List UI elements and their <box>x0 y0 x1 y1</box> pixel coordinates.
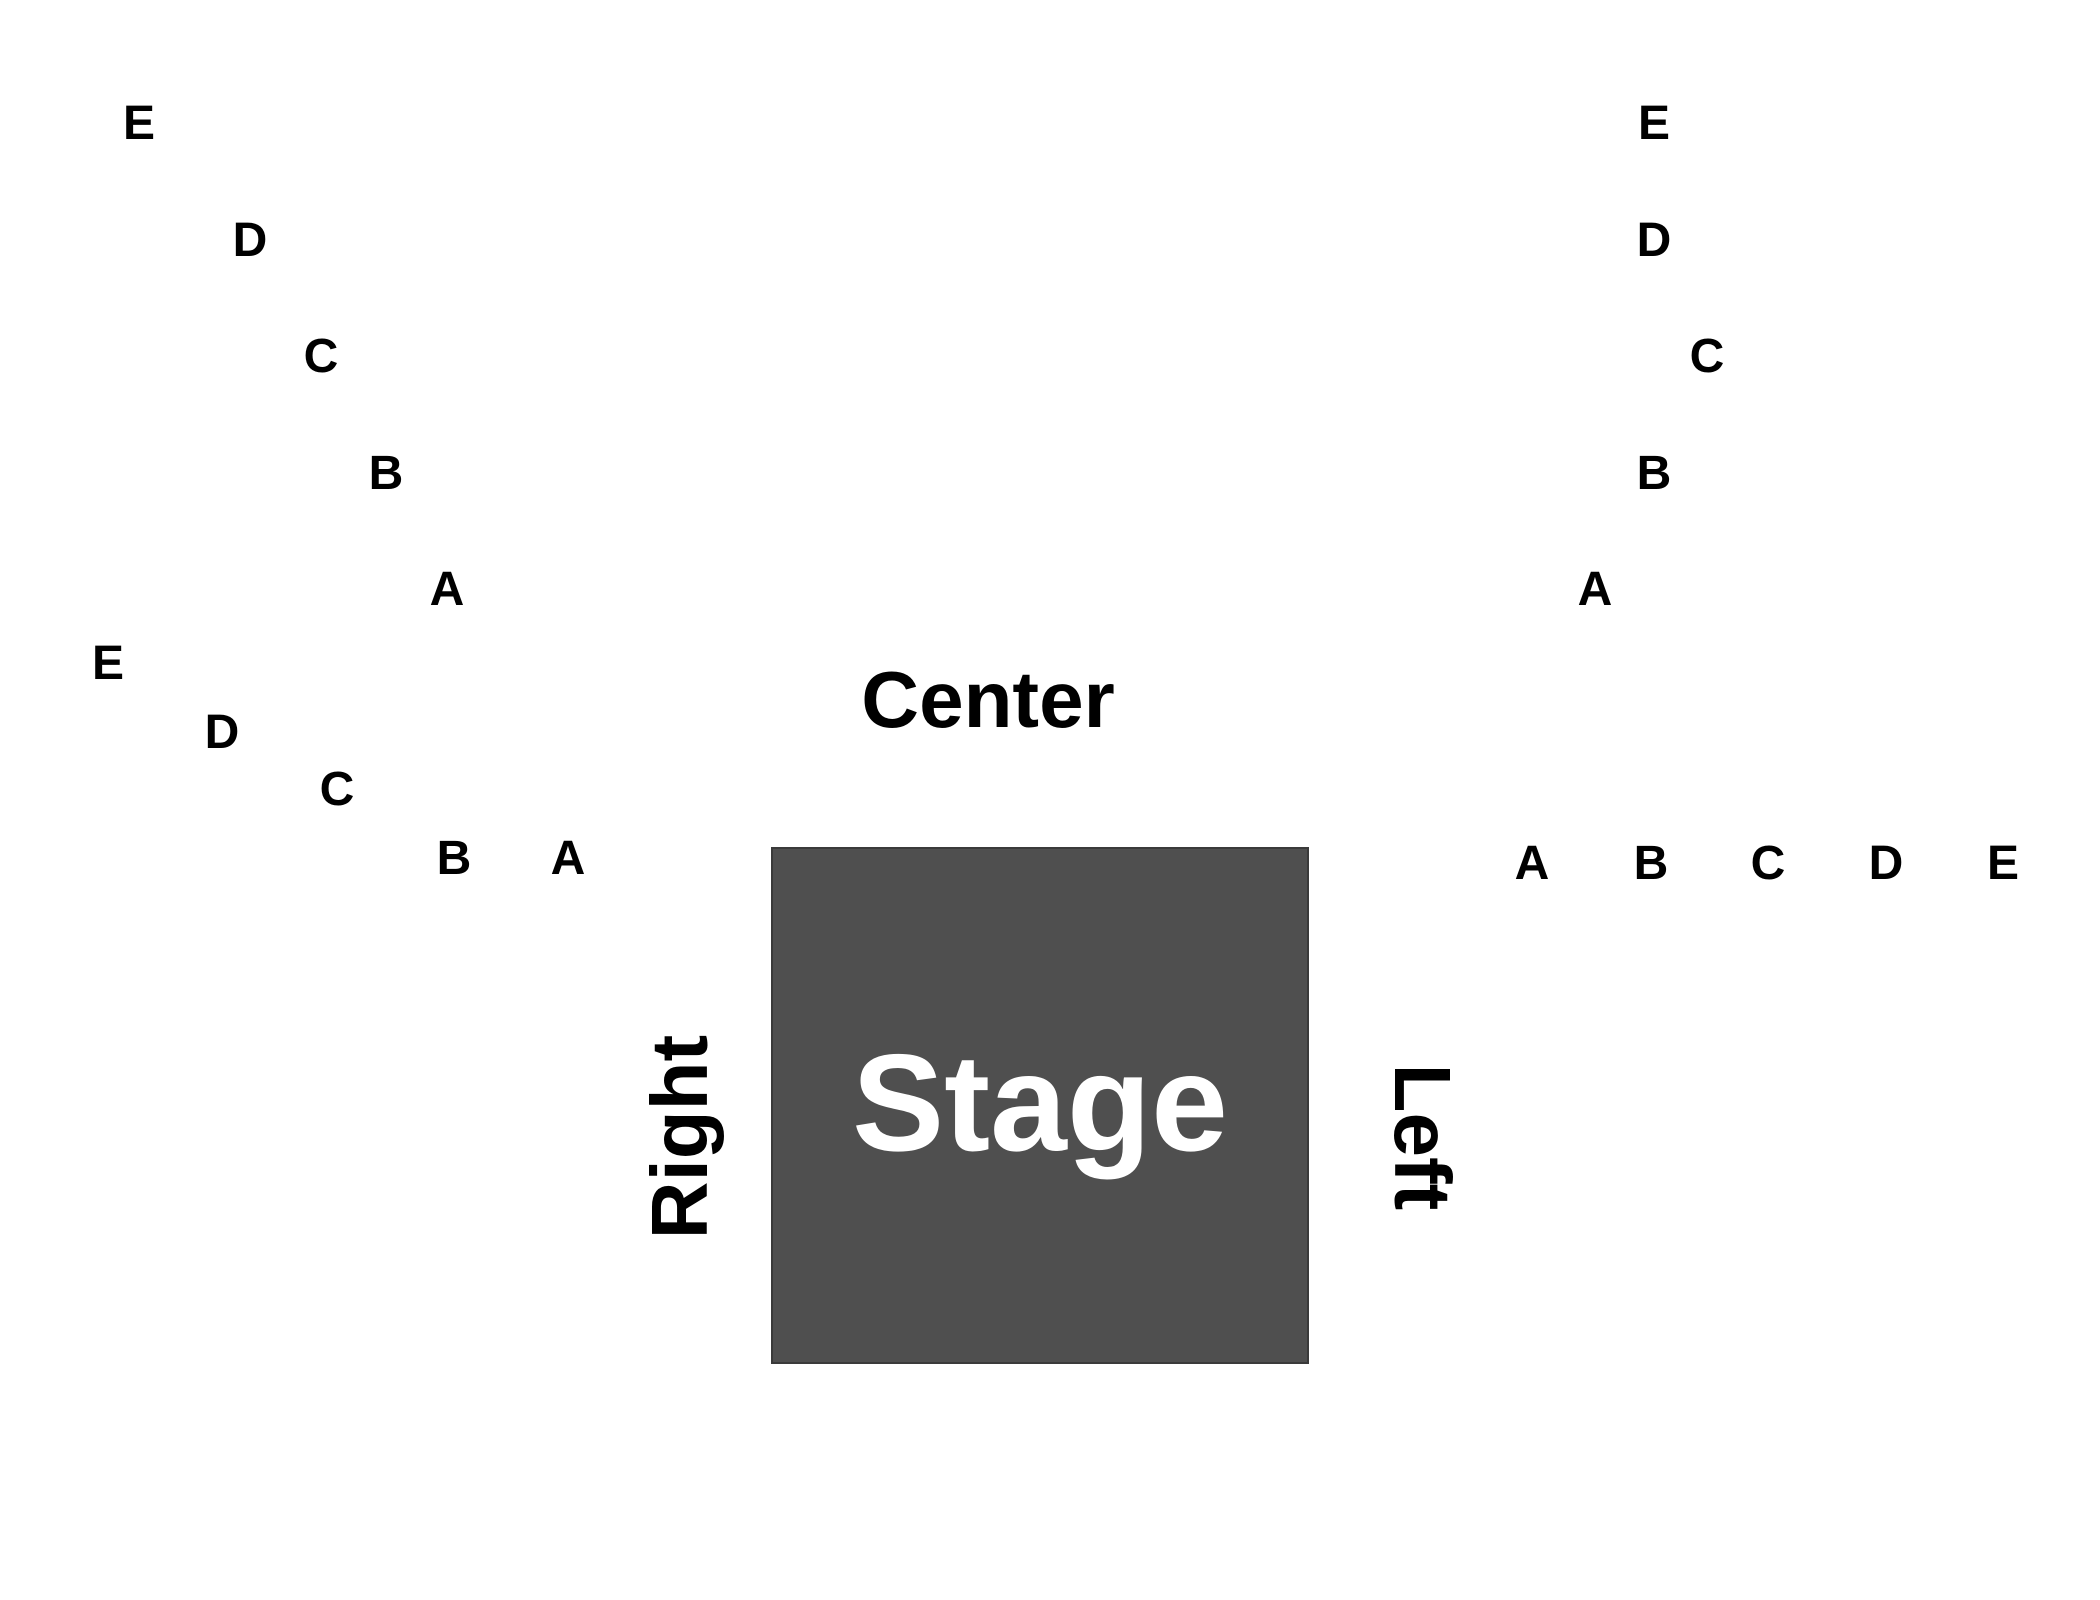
row-label-lower-left-e: E <box>91 637 125 690</box>
row-label-upper-left-c: C <box>303 330 339 383</box>
row-label-lower-left-b: B <box>436 832 472 885</box>
row-label-upper-right-a: A <box>1577 563 1613 616</box>
section-label-left: Left <box>1378 1063 1467 1211</box>
section-label-center: Center <box>861 655 1115 744</box>
stage-label: Stage <box>852 1025 1228 1180</box>
row-label-lower-right-d: D <box>1868 837 1904 890</box>
row-label-upper-left-b: B <box>368 447 404 500</box>
row-label-upper-right-d: D <box>1636 214 1672 267</box>
row-label-upper-right-c: C <box>1689 330 1725 383</box>
row-label-lower-left-d: D <box>204 706 240 759</box>
row-label-lower-right-a: A <box>1514 837 1550 890</box>
row-label-lower-right-e: E <box>1986 837 2020 890</box>
row-label-upper-left-a: A <box>429 563 465 616</box>
row-label-upper-left-e: E <box>122 97 156 150</box>
row-label-lower-left-a: A <box>550 832 586 885</box>
row-label-upper-left-d: D <box>232 214 268 267</box>
section-label-right: Right <box>635 1034 724 1240</box>
row-label-lower-left-c: C <box>319 763 355 816</box>
stage-block: Stage <box>771 847 1309 1364</box>
row-label-lower-right-b: B <box>1633 837 1669 890</box>
row-label-lower-right-c: C <box>1750 837 1786 890</box>
row-label-upper-right-b: B <box>1636 447 1672 500</box>
row-label-upper-right-e: E <box>1637 97 1671 150</box>
